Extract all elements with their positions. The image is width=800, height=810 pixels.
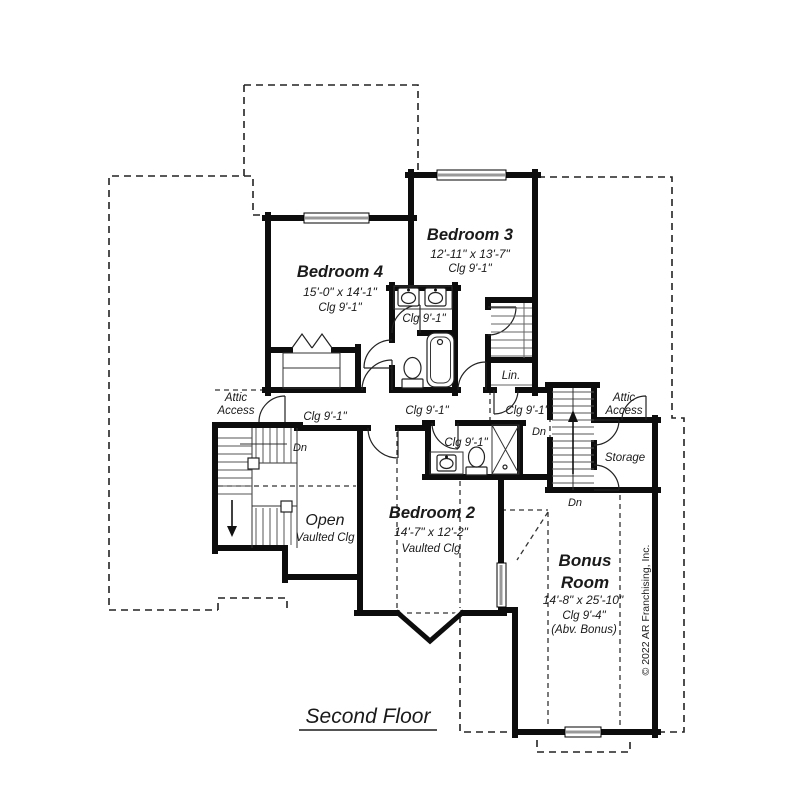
bath1-ceiling: Clg 9'-1": [402, 313, 446, 325]
roof-outline-left-jog: [244, 175, 265, 216]
toilet-tank: [465, 466, 488, 476]
roof-outline-left: [108, 85, 245, 611]
closet-shelf-box: [282, 352, 341, 389]
bedroom4-dims: 15'-0" x 14'-1": [303, 285, 378, 299]
windows: [303, 169, 602, 738]
bedroom3-door: [457, 361, 487, 391]
copyright-text: © 2022 AR Franchising, Inc.: [640, 545, 652, 676]
bath2-door: [431, 422, 459, 450]
attic-access-right-1: Attic: [612, 392, 636, 404]
open-label: Open: [305, 512, 344, 529]
sink-basin: [439, 457, 454, 470]
left-stair-lower-treads: [255, 508, 292, 545]
roof-outline-below-bay: [459, 616, 512, 733]
toilet-tank: [401, 378, 424, 389]
bedroom4-ceiling: Clg 9'-1": [318, 302, 362, 314]
shower-x: [491, 424, 520, 475]
hall-right-ceiling: Clg 9'-1": [505, 405, 549, 417]
bonus-room-ceiling: Clg 9'-4": [562, 610, 606, 622]
plan-title: Second Floor: [306, 705, 432, 728]
bonus-room-label-1: Bonus: [559, 551, 612, 570]
left-stair-winder-treads: [218, 437, 252, 495]
bedroom4-door: [361, 359, 393, 391]
left-staircase: [218, 428, 298, 548]
storage-upper-door: [593, 419, 620, 446]
faucet-icon: [445, 455, 448, 459]
bay-window-glazing: [399, 609, 461, 638]
bedroom2-ceiling: Vaulted Clg: [401, 543, 461, 555]
sink-basin: [427, 291, 444, 305]
faucet-icon: [434, 288, 437, 292]
attic-left-door: [258, 395, 286, 423]
left-stair-upper-treads: [255, 428, 292, 463]
hall-left-ceiling: Clg 9'-1": [303, 411, 347, 423]
bonus-diagonal-dash: [516, 511, 549, 561]
hall-center-ceiling: Clg 9'-1": [405, 405, 449, 417]
down-label-left: Dn: [293, 442, 307, 454]
shower-drain-icon: [502, 464, 508, 470]
open-ceiling: Vaulted Clg: [295, 532, 355, 544]
bathtub: [426, 332, 455, 388]
bonus-room-label-2: Room: [561, 573, 609, 592]
right-staircase: [552, 388, 594, 490]
bath2-fixtures: [429, 424, 520, 476]
bonus-room-note: (Abv. Bonus): [551, 624, 617, 636]
bedroom2-label: Bedroom 2: [389, 504, 475, 522]
storage-label: Storage: [605, 452, 645, 464]
vanity-counter: [429, 451, 464, 475]
attic-access-left-1: Attic: [224, 392, 248, 404]
labels: Bedroom 4 15'-0" x 14'-1" Clg 9'-1" Bedr…: [216, 226, 652, 728]
closet-shelves: [491, 303, 532, 358]
roof-outline-top: [244, 84, 419, 172]
bedroom3-dims: 12'-11" x 13'-7": [430, 247, 510, 261]
roof-outline-bottom-step: [536, 737, 631, 753]
linen-label: Lin.: [502, 370, 521, 382]
bedroom2-dims: 14'-7" x 12'-2": [394, 525, 469, 539]
bath2-ceiling: Clg 9'-1": [444, 437, 488, 449]
roof-outline-right: [538, 176, 685, 733]
down-label-right-bottom: Dn: [568, 497, 582, 509]
attic-access-right-2: Access: [604, 405, 642, 417]
storage-lower-door: [593, 464, 620, 491]
bay-window: [394, 609, 466, 645]
up-arrow-head: [568, 410, 578, 422]
bedroom3-closet: [491, 303, 532, 386]
vanity-counter: [393, 285, 453, 310]
down-arrow-head: [227, 526, 237, 537]
stair-newel-post: [247, 457, 260, 470]
bath1-fixtures: [393, 285, 455, 389]
roof-outline-left-step: [217, 597, 288, 613]
shower: [491, 424, 520, 475]
bonus-room-dims: 14'-8" x 25'-10": [543, 593, 624, 607]
toilet-bowl: [403, 356, 422, 380]
left-stair-frame: [251, 428, 298, 548]
bifold-doors: [291, 332, 333, 349]
bedroom3-closet-door: [487, 306, 517, 336]
bedroom4-closet: [282, 332, 341, 389]
stair-newel-post: [280, 500, 293, 513]
bedroom3-ceiling: Clg 9'-1": [448, 263, 492, 275]
bedroom4-label: Bedroom 4: [297, 263, 383, 281]
down-label-right-top: Dn: [532, 426, 546, 438]
attic-right-door: [621, 395, 647, 421]
walls: [212, 169, 661, 738]
faucet-icon: [407, 288, 410, 292]
roof-outline: [108, 84, 685, 753]
tub-drain-icon: [436, 338, 444, 346]
linen-door: [493, 389, 519, 415]
bedroom3-label: Bedroom 3: [427, 226, 513, 244]
toilet-bowl: [467, 446, 486, 468]
sink-basin: [400, 291, 417, 305]
attic-access-left-2: Access: [216, 405, 254, 417]
doors: [258, 304, 647, 491]
bay-window-wall: [394, 609, 466, 645]
bath1-door: [363, 339, 393, 369]
bathtub-inner: [430, 336, 451, 384]
bedroom2-door: [367, 427, 399, 459]
